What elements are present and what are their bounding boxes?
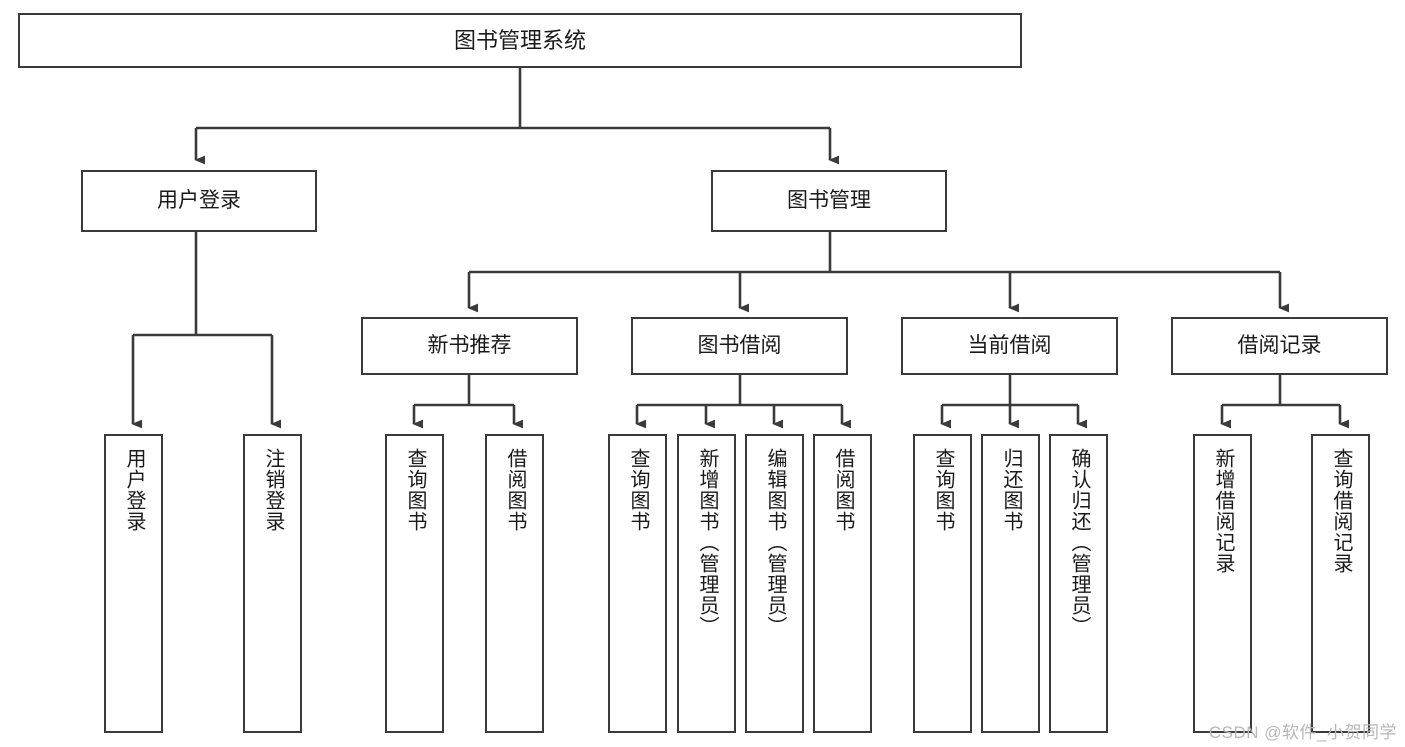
node-root-book-management-system[interactable]: 图书管理系统 [18, 13, 1022, 68]
node-leaf-confirm-return-admin[interactable]: 确认归还（管理员） [1049, 434, 1108, 733]
node-label: 借阅记录 [1237, 333, 1322, 357]
node-borrow-record[interactable]: 借阅记录 [1171, 317, 1388, 375]
csdn-watermark: CSDN @软件_小贺同学 [1208, 723, 1397, 742]
node-label: 用户登录 [157, 188, 241, 212]
node-label: 查询图书 [627, 448, 649, 532]
node-label: 图书借阅 [697, 333, 782, 357]
node-leaf-logout[interactable]: 注销登录 [243, 434, 302, 733]
node-leaf-add-borrow-record[interactable]: 新增借阅记录 [1193, 434, 1252, 733]
node-label: 当前借阅 [967, 333, 1052, 357]
node-label: 确认归还（管理员） [1068, 448, 1090, 637]
node-label: 归还图书 [1000, 448, 1022, 532]
node-label: 查询图书 [404, 448, 426, 532]
node-label: 图书管理 [787, 188, 871, 212]
node-label: 查询借阅记录 [1330, 448, 1352, 574]
node-book-management[interactable]: 图书管理 [711, 170, 947, 232]
node-label: 借阅图书 [504, 448, 526, 532]
node-label: 图书管理系统 [453, 27, 586, 53]
node-user-login[interactable]: 用户登录 [81, 170, 317, 232]
node-leaf-add-book-admin[interactable]: 新增图书（管理员） [677, 434, 736, 733]
node-label: 借阅图书 [832, 448, 854, 532]
node-leaf-query-book-borrow[interactable]: 查询图书 [608, 434, 667, 733]
node-leaf-borrow-book-recommend[interactable]: 借阅图书 [485, 434, 544, 733]
node-label: 查询图书 [932, 448, 954, 532]
node-label: 新增图书（管理员） [696, 448, 718, 637]
node-label: 用户登录 [123, 448, 145, 532]
node-leaf-user-login[interactable]: 用户登录 [104, 434, 163, 733]
node-leaf-return-book[interactable]: 归还图书 [981, 434, 1040, 733]
node-label: 新书推荐 [427, 333, 512, 357]
node-label: 注销登录 [262, 448, 284, 532]
node-leaf-borrow-book[interactable]: 借阅图书 [813, 434, 872, 733]
node-label: 新增借阅记录 [1212, 448, 1234, 574]
node-leaf-query-book-current[interactable]: 查询图书 [913, 434, 972, 733]
node-new-book-recommend[interactable]: 新书推荐 [361, 317, 578, 375]
node-leaf-query-book-recommend[interactable]: 查询图书 [385, 434, 444, 733]
node-leaf-query-borrow-record[interactable]: 查询借阅记录 [1311, 434, 1370, 733]
node-book-borrow[interactable]: 图书借阅 [631, 317, 848, 375]
node-leaf-edit-book-admin[interactable]: 编辑图书（管理员） [745, 434, 804, 733]
node-label: 编辑图书（管理员） [764, 448, 786, 637]
node-current-borrow[interactable]: 当前借阅 [901, 317, 1118, 375]
